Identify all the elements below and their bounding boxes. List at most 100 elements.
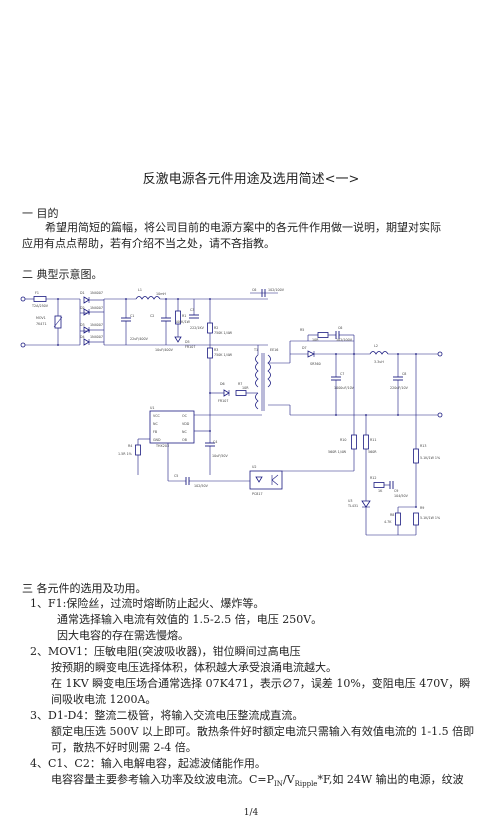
label-d2-value: 1N4007 xyxy=(90,306,103,310)
purpose-paragraph-line-1: 希望用简短的篇幅，将公司目前的电源方案中的各元件作用做一说明，期望对实际 xyxy=(45,221,441,234)
flyback-schematic-diagram: F1 T2A/250V MOV1 7K471 D1 1N4007 D2 1N40… xyxy=(20,288,443,536)
resistor-r10-symbol xyxy=(351,434,357,450)
label-c9-value: 104/50V xyxy=(394,494,409,498)
label-r12: R12 xyxy=(370,476,377,480)
item-3-line-2: 可，散热不好时则需 2-4 倍。 xyxy=(51,741,197,754)
item-4-formula-part-1: 电容容量主要参考输入功率及纹波电流。C=P xyxy=(51,773,275,786)
resistor-r2-symbol xyxy=(207,322,213,334)
label-c6-sec: C6 xyxy=(338,326,342,330)
label-r8-value: 4.7K xyxy=(384,520,392,524)
label-c5-value: 102/50V xyxy=(194,484,209,488)
label-mov1-value: 7K471 xyxy=(36,322,47,326)
item-1-heading: 1、F1:保险丝，过流时熔断防止起火、爆炸等。 xyxy=(30,597,265,610)
label-r7: R7 xyxy=(238,382,242,386)
label-t1-value: EE16 xyxy=(270,348,278,352)
label-d5: D5 xyxy=(185,340,190,344)
ic-u1-controller xyxy=(149,410,195,444)
diode-d5-symbol xyxy=(174,336,182,343)
u1-pin-2: NC xyxy=(153,422,158,426)
label-c2-value: 10uF/400V xyxy=(155,348,174,352)
label-c2: C2 xyxy=(150,314,154,318)
label-c1: C1 xyxy=(130,314,134,318)
item-2-line-1: 按预期的瞬变电压选择体积，体积越大承受浪涌电流越大。 xyxy=(51,661,337,674)
label-c8: C8 xyxy=(402,372,406,376)
label-c6-sec-value: 102/100V xyxy=(336,338,353,342)
item-4-formula-part-3: *F,如 24W 输出的电源，纹波 xyxy=(317,773,464,786)
label-r9-value: 5.1K/1W 1% xyxy=(420,516,440,520)
label-c4-value: 10uF/50V xyxy=(212,454,228,458)
label-l1: L1 xyxy=(138,288,142,292)
fuse-f1-symbol xyxy=(33,296,47,302)
label-c6-value: 102/100V xyxy=(268,288,285,292)
label-c8-value: 220uF/10V xyxy=(390,386,409,390)
label-c3-value: 222/1KV xyxy=(190,326,205,330)
purpose-paragraph-line-2: 应用有点点帮助，若有介绍不当之处，请不吝指教。 xyxy=(22,237,275,250)
label-r12-value: 1K xyxy=(378,489,383,493)
label-c5: C5 xyxy=(174,474,178,478)
resistor-r12-symbol xyxy=(373,482,385,488)
label-r13-value: 5.1K/1W 1% xyxy=(420,456,440,460)
label-d6: D6 xyxy=(220,382,225,386)
diode-d7-symbol xyxy=(307,350,315,358)
label-r4-value: 1.5R 1% xyxy=(118,452,132,456)
label-u2-value: PC817 xyxy=(252,492,263,496)
label-r11-value: 560R xyxy=(368,450,377,454)
label-u1: U1 xyxy=(150,406,155,410)
resistor-r8-symbol xyxy=(395,512,401,526)
u1-pin-3: FB xyxy=(153,430,158,434)
u1-pin-4: GND xyxy=(153,438,161,442)
label-d6-value: FR107 xyxy=(218,399,228,403)
page-number: 1/4 xyxy=(243,808,259,818)
label-d2: D2 xyxy=(80,306,85,310)
label-l2-value: 3.3uH xyxy=(374,360,384,364)
resistor-r13-symbol xyxy=(413,448,419,464)
transformer-t1-symbol xyxy=(255,353,271,411)
inductor-l2-symbol xyxy=(369,351,389,355)
label-r3: R3 xyxy=(214,348,218,352)
label-d1: D1 xyxy=(80,291,85,295)
label-d4: D4 xyxy=(80,335,85,339)
label-d3: D3 xyxy=(80,323,85,327)
label-r7-value: 10R xyxy=(242,386,249,390)
label-d4-value: 1N4007 xyxy=(90,335,103,339)
label-l1-value: 10mH xyxy=(156,292,166,296)
label-c4: C4 xyxy=(213,440,217,444)
resistor-r7-symbol xyxy=(235,390,247,396)
label-c7-value: 1000uF/10V xyxy=(334,386,355,390)
dc-output-negative-terminal xyxy=(437,412,443,418)
label-r9: R9 xyxy=(420,506,424,510)
label-c9: C9 xyxy=(394,489,398,493)
label-l2: L2 xyxy=(374,344,378,348)
label-c1-value: 22uF/400V xyxy=(130,337,149,341)
resistor-r5-symbol xyxy=(317,332,329,338)
section-heading-purpose: 一 目的 xyxy=(22,207,59,220)
label-r2-value: 750K 1/4W xyxy=(214,331,233,335)
item-1-line-2: 因大电容的存在需选慢熔。 xyxy=(57,629,189,642)
label-r11: R11 xyxy=(370,438,377,442)
label-r1-value: 100K/1W xyxy=(175,320,191,324)
label-u3-value: TL431 xyxy=(347,504,358,508)
label-r2: R2 xyxy=(214,326,218,330)
label-r1: R1 xyxy=(182,314,186,318)
item-2-line-3: 间吸收电流 1200A。 xyxy=(51,693,157,706)
label-r4: R4 xyxy=(128,444,132,448)
label-r5-value: 10R xyxy=(312,338,319,342)
label-r3-value: 750K 1/4W xyxy=(214,353,233,357)
item-1-line-1: 通常选择输入电流有效值的 1.5-2.5 倍，电压 250V。 xyxy=(57,613,323,626)
label-d5-value: FR107 xyxy=(185,345,195,349)
item-2-line-2: 在 1KV 瞬变电压场合通常选择 07K471，表示∅7，误差 10%，变阻电压… xyxy=(51,677,471,690)
item-4-formula-part-2: /V xyxy=(282,773,295,786)
ac-input-terminal-1 xyxy=(20,296,26,302)
item-3-heading: 3、D1-D4：整流二极管，将输入交流电压整流成直流。 xyxy=(30,709,304,722)
label-d1-value: 1N4007 xyxy=(90,291,103,295)
label-f1-value: T2A/250V xyxy=(31,304,49,308)
label-d3-value: 1N4007 xyxy=(90,323,103,327)
u1-pin-5: OB xyxy=(182,438,188,442)
item-3-line-1: 额定电压选 500V 以上即可。散热条件好时额定电流只需输入有效值电流的 1-1… xyxy=(51,725,475,738)
label-u3: U3 xyxy=(348,499,353,503)
dc-output-positive-terminal xyxy=(437,351,443,357)
resistor-r4-symbol xyxy=(135,444,141,456)
label-t1: T1 xyxy=(253,348,258,352)
label-c6: C6 xyxy=(252,288,256,292)
label-r5: R5 xyxy=(300,328,304,332)
